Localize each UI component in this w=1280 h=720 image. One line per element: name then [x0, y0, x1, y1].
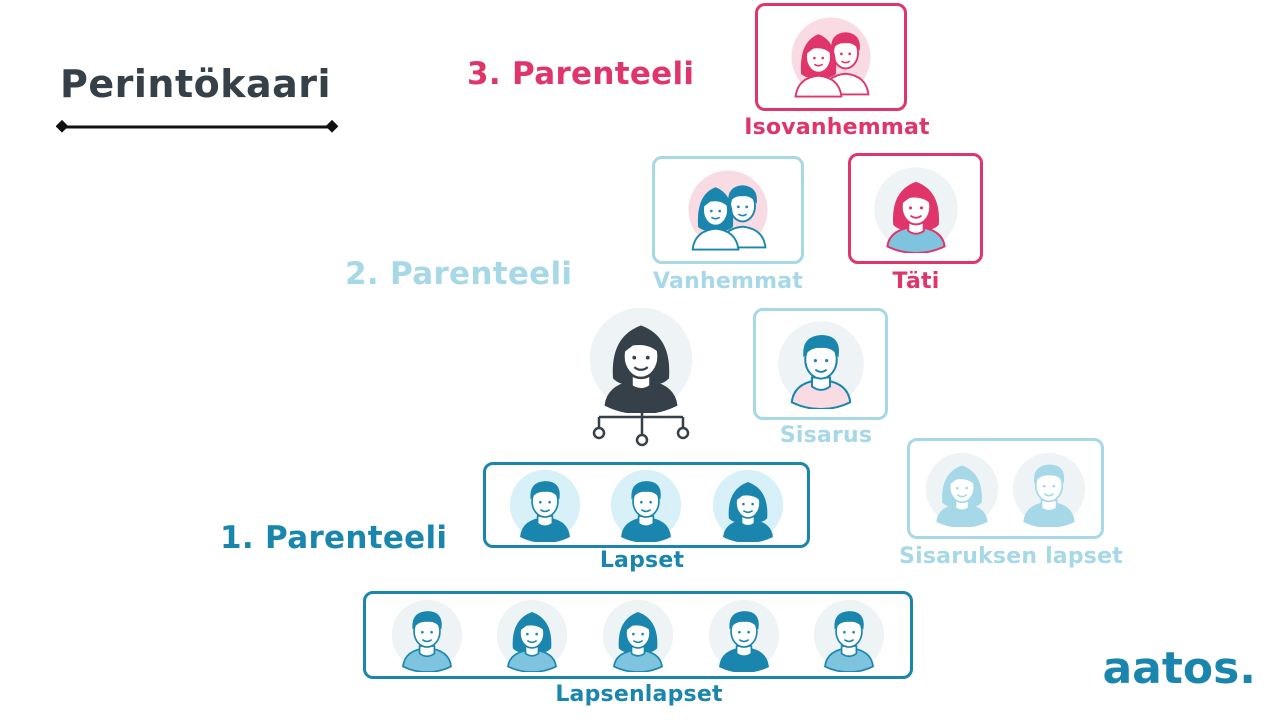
sibling-children-label: Sisaruksen lapset: [899, 544, 1123, 569]
parents-label: Vanhemmat: [653, 269, 803, 294]
grandchildren-box: [363, 591, 913, 679]
heading-3-parenteeli: 3. Parenteeli: [467, 56, 695, 92]
sibling-label: Sisarus: [779, 423, 873, 448]
deceased-person-icon: [585, 305, 700, 447]
aatos-logo: aatos.: [1102, 643, 1256, 694]
sibling-man-icon: [776, 319, 866, 409]
title-underline: [56, 119, 339, 133]
sibling-child-man-icon: [1011, 451, 1087, 527]
sibling-box: [753, 308, 888, 420]
child-man-icon: [609, 468, 683, 542]
grandchildren-label: Lapsenlapset: [555, 682, 723, 707]
grandparents-couple-icon: [779, 15, 883, 99]
child-woman-icon: [711, 468, 785, 542]
aunt-box: [848, 153, 983, 264]
grandchild-man-icon: [707, 598, 781, 672]
grandparents-box: [755, 3, 907, 111]
grandchild-man-icon: [390, 598, 464, 672]
heading-2-parenteeli: 2. Parenteeli: [345, 256, 573, 292]
child-man-icon: [508, 468, 582, 542]
sibling-child-woman-icon: [924, 451, 1000, 527]
children-box: [483, 462, 810, 548]
parents-box: [652, 156, 804, 264]
aunt-label: Täti: [892, 269, 940, 294]
children-label: Lapset: [599, 548, 685, 573]
grandchild-man-icon: [812, 598, 886, 672]
grandchild-woman-icon: [495, 598, 569, 672]
aunt-woman-icon: [872, 165, 960, 253]
grandchild-woman-icon: [601, 598, 675, 672]
sibling-children-box: [907, 438, 1104, 539]
page-title: Perintökaari: [60, 62, 332, 106]
heading-1-parenteeli: 1. Parenteeli: [220, 520, 448, 556]
parents-couple-icon: [676, 168, 780, 252]
grandparents-label: Isovanhemmat: [744, 115, 930, 140]
